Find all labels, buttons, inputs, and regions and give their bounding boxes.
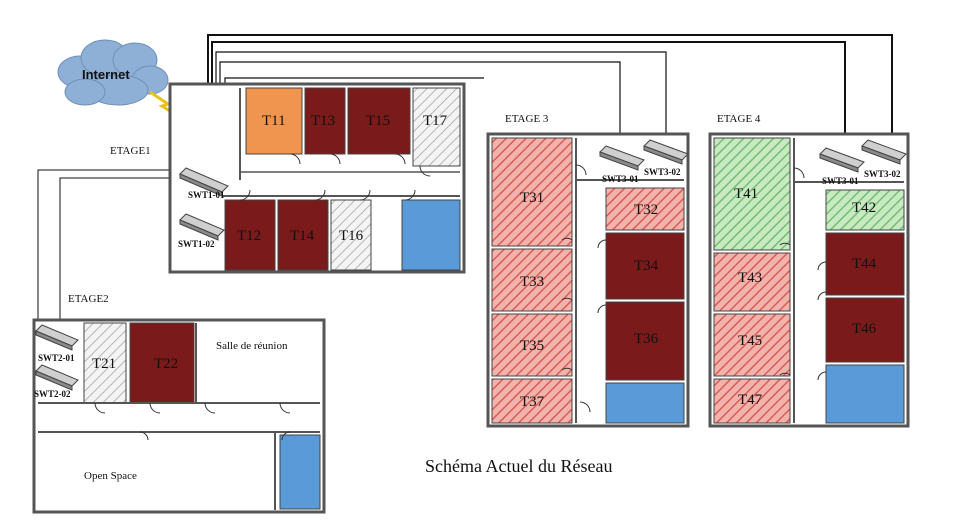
floor-label-etage4: ETAGE 4 xyxy=(717,113,761,125)
room-t17 xyxy=(412,87,461,167)
room-t45 xyxy=(713,313,791,377)
internet-label: Internet xyxy=(82,67,130,82)
room-label-t22: T22 xyxy=(154,356,178,372)
room-t31 xyxy=(491,137,573,247)
room-label-t11: T11 xyxy=(262,113,286,129)
room-t14 xyxy=(277,199,329,271)
room-label-t14: T14 xyxy=(290,228,315,244)
room-t22 xyxy=(129,322,195,404)
room-label-t31: T31 xyxy=(520,190,544,206)
room-t37 xyxy=(491,378,573,424)
room-t32 xyxy=(605,187,685,231)
room-t41 xyxy=(713,137,791,251)
switch-icon xyxy=(179,213,225,241)
floor-etage2: T21 T22 Salle de réunion Open Space xyxy=(32,318,326,514)
room-blue-1 xyxy=(401,199,461,271)
room-label-t44: T44 xyxy=(852,256,877,272)
switch-label-swt3-01: SWT3-01 xyxy=(602,174,639,184)
room-label-t32: T32 xyxy=(634,202,658,218)
room-label-t21: T21 xyxy=(92,356,116,372)
room-t42 xyxy=(825,189,905,231)
room-label-open-space: Open Space xyxy=(84,470,137,482)
floor-etage1: T11 T13 T15 T17 T12 T14 T16 xyxy=(168,82,466,274)
floor-label-etage1: ETAGE1 xyxy=(110,145,151,157)
internet-cloud: Internet xyxy=(57,39,169,106)
room-label-salle: Salle de réunion xyxy=(216,340,288,352)
room-label-t41: T41 xyxy=(734,186,758,202)
floor-etage4: T41 T43 T45 T47 T42 T44 T46 xyxy=(708,132,910,428)
room-label-t13: T13 xyxy=(311,113,335,129)
room-t33 xyxy=(491,248,573,312)
room-t43 xyxy=(713,252,791,312)
diagram-title: Schéma Actuel du Réseau xyxy=(425,456,612,476)
room-t46 xyxy=(825,297,905,363)
room-t15 xyxy=(347,87,411,155)
room-label-t33: T33 xyxy=(520,274,544,290)
room-label-t42: T42 xyxy=(852,200,876,216)
room-blue-2 xyxy=(279,434,321,510)
room-blue-3 xyxy=(605,382,685,424)
room-label-t47: T47 xyxy=(738,392,763,408)
room-label-t37: T37 xyxy=(520,394,545,410)
room-label-t45: T45 xyxy=(738,333,762,349)
room-t13 xyxy=(304,87,346,155)
room-t47 xyxy=(713,378,791,424)
room-label-t12: T12 xyxy=(237,228,261,244)
room-t11 xyxy=(245,87,303,155)
room-t44 xyxy=(825,232,905,296)
switch-label-swt3-02: SWT3-02 xyxy=(644,167,681,177)
room-t36 xyxy=(605,301,685,381)
switch-label-swt2-02: SWT2-02 xyxy=(34,389,71,399)
floor-etage3: T31 T33 T35 T37 T32 T34 T36 xyxy=(486,132,690,428)
room-label-t46: T46 xyxy=(852,321,877,337)
switch-icon xyxy=(599,145,645,171)
switch-label-swt1-02: SWT1-02 xyxy=(178,239,215,249)
switch-label-swt4-02: SWT3-02 xyxy=(864,169,901,179)
switch-icon xyxy=(35,324,79,351)
switch-label-swt4-01: SWT3-01 xyxy=(822,176,859,186)
room-blue-4 xyxy=(825,364,905,424)
room-label-t34: T34 xyxy=(634,258,659,274)
switch-icon xyxy=(643,139,689,165)
room-t35 xyxy=(491,313,573,377)
room-label-t16: T16 xyxy=(339,228,364,244)
room-label-t17: T17 xyxy=(423,113,448,129)
switch-icon xyxy=(35,364,79,391)
room-label-t35: T35 xyxy=(520,338,544,354)
floor-label-etage3: ETAGE 3 xyxy=(505,113,549,125)
room-label-t43: T43 xyxy=(738,270,762,286)
floor-label-etage2: ETAGE2 xyxy=(68,293,109,305)
room-label-t15: T15 xyxy=(366,113,390,129)
room-t34 xyxy=(605,232,685,300)
room-label-t36: T36 xyxy=(634,331,659,347)
switch-label-swt1-01: SWT1-01 xyxy=(188,190,225,200)
switch-icon xyxy=(819,147,865,173)
switch-label-swt2-01: SWT2-01 xyxy=(38,353,75,363)
switch-icon xyxy=(179,167,229,197)
room-t12 xyxy=(224,199,276,271)
switch-icon xyxy=(861,139,907,165)
room-t21 xyxy=(83,322,127,404)
room-t16 xyxy=(330,199,372,271)
